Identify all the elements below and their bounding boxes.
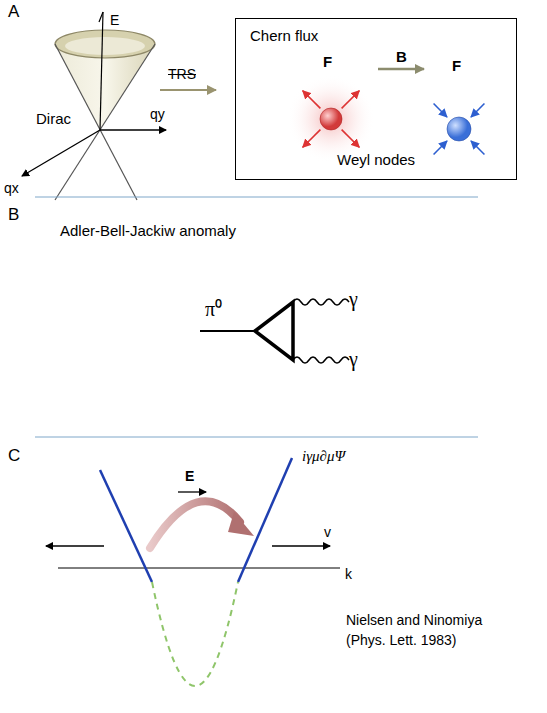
panel-letter: A	[8, 2, 19, 22]
flux-label: F	[323, 53, 332, 70]
symmetry-label: TRS	[168, 66, 196, 82]
chiral-bands	[46, 458, 340, 686]
trs-arrow	[160, 89, 216, 91]
velocity-label: v	[324, 524, 331, 540]
separator	[35, 197, 478, 198]
source-node: Chern fluxF	[246, 27, 376, 157]
equation: iγμ∂μΨ	[302, 448, 345, 465]
particle-label: γ	[349, 348, 358, 371]
edge-label: B	[396, 48, 407, 65]
field-label: E	[185, 468, 194, 484]
axis-label: k	[345, 566, 352, 582]
panel-letter: C	[8, 446, 20, 466]
panel-letter: B	[8, 205, 19, 225]
node-label: Chern flux	[250, 27, 318, 44]
dirac-cone	[22, 12, 166, 200]
weyl-box: Weyl nodesChern fluxFF	[235, 18, 517, 180]
citation: Nielsen and Ninomiya	[346, 612, 482, 628]
separator	[35, 437, 478, 438]
particle-label: γ	[349, 288, 358, 311]
sink-node: F	[426, 57, 488, 149]
triangle-diagram	[200, 299, 349, 363]
red-weyl-node	[246, 27, 376, 157]
flux-label: F	[452, 57, 461, 74]
citation: (Phys. Lett. 1983)	[346, 632, 457, 648]
field-arrow	[378, 68, 424, 71]
cone-label: Dirac	[36, 110, 71, 127]
axis-label: qx	[4, 180, 19, 196]
axis-label: qy	[150, 106, 165, 122]
particle-label: π⁰	[205, 298, 222, 321]
axis-label: E	[110, 12, 119, 28]
panel-title: Adler-Bell-Jackiw anomaly	[60, 222, 236, 239]
